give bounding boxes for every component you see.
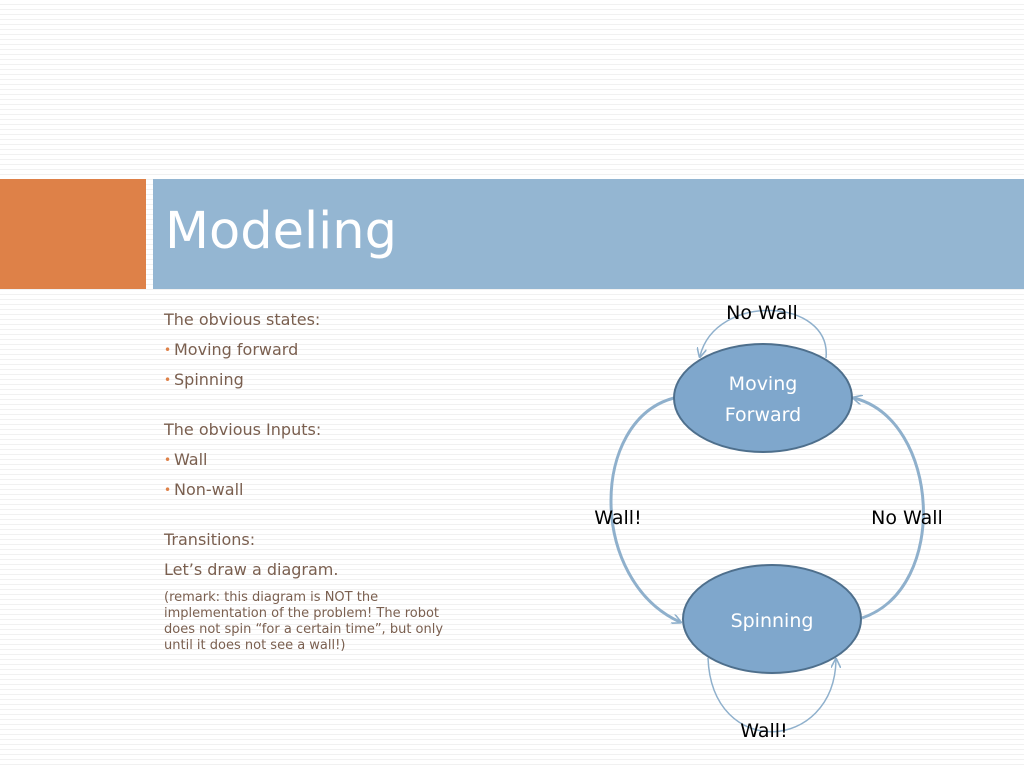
label-wall-bottom: Wall!: [740, 720, 787, 742]
state-item-moving: Moving forward: [164, 340, 494, 360]
state-label-spinning: Spinning: [731, 610, 814, 632]
transitions-text: Let’s draw a diagram.: [164, 560, 339, 579]
label-no-wall-right: No Wall: [871, 507, 943, 529]
remark-text: (remark: this diagram is NOT the impleme…: [164, 590, 444, 653]
slide-title: Modeling: [165, 202, 397, 261]
states-heading: The obvious states:: [164, 310, 321, 329]
inputs-heading: The obvious Inputs:: [164, 420, 322, 439]
label-wall-left: Wall!: [594, 507, 641, 529]
title-bar: Modeling: [153, 179, 1024, 289]
content-body: The obvious states: Moving forward Spinn…: [164, 310, 494, 654]
accent-block: [0, 179, 146, 289]
arrow-spinning-to-moving: [854, 398, 925, 620]
state-item-spinning: Spinning: [164, 370, 494, 390]
state-node-spinning: [682, 564, 862, 674]
state-node-moving-forward: [673, 343, 853, 453]
input-item-nonwall: Non-wall: [164, 480, 494, 500]
state-label-moving-line2: Forward: [725, 404, 801, 426]
transitions-heading: Transitions:: [164, 530, 256, 549]
arrow-moving-to-spinning: [609, 396, 680, 622]
self-loop-spinning: [707, 658, 836, 733]
label-no-wall-top: No Wall: [726, 302, 798, 324]
state-label-moving-line1: Moving: [729, 373, 798, 395]
input-item-wall: Wall: [164, 450, 494, 470]
self-loop-moving: [700, 309, 827, 358]
